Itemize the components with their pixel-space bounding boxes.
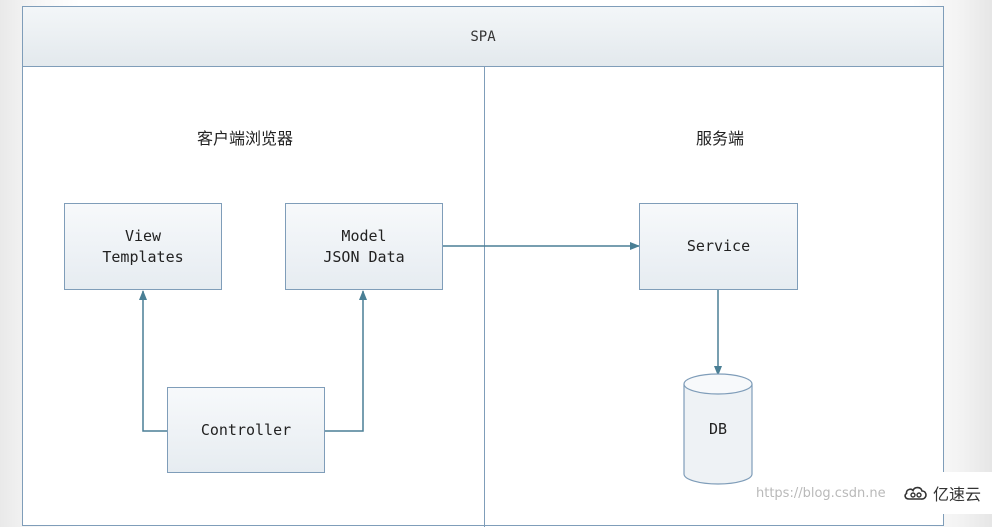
spa-title: SPA	[470, 28, 496, 45]
service-label: Service	[686, 237, 751, 255]
view-templates-box: View Templates	[64, 203, 222, 290]
model-json-data-box: Model JSON Data	[285, 203, 443, 290]
spa-title-bar: SPA	[23, 7, 943, 67]
brand-watermark: 亿速云	[892, 472, 992, 514]
model-line-2: JSON Data	[323, 247, 405, 266]
db-label: DB	[708, 420, 728, 438]
service-box: Service	[639, 203, 798, 290]
view-templates-line-1: View	[124, 226, 162, 245]
model-line-1: Model	[341, 226, 387, 245]
source-url-watermark: https://blog.csdn.ne	[756, 486, 886, 501]
view-templates-line-2: Templates	[102, 247, 184, 266]
server-label: 服务端	[695, 129, 744, 148]
client-server-divider	[484, 67, 485, 527]
brand-text: 亿速云	[932, 485, 981, 504]
client-browser-label: 客户端浏览器	[196, 129, 293, 148]
cloud-logo-icon	[904, 486, 927, 500]
controller-box: Controller	[167, 387, 325, 473]
controller-label: Controller	[200, 420, 292, 439]
